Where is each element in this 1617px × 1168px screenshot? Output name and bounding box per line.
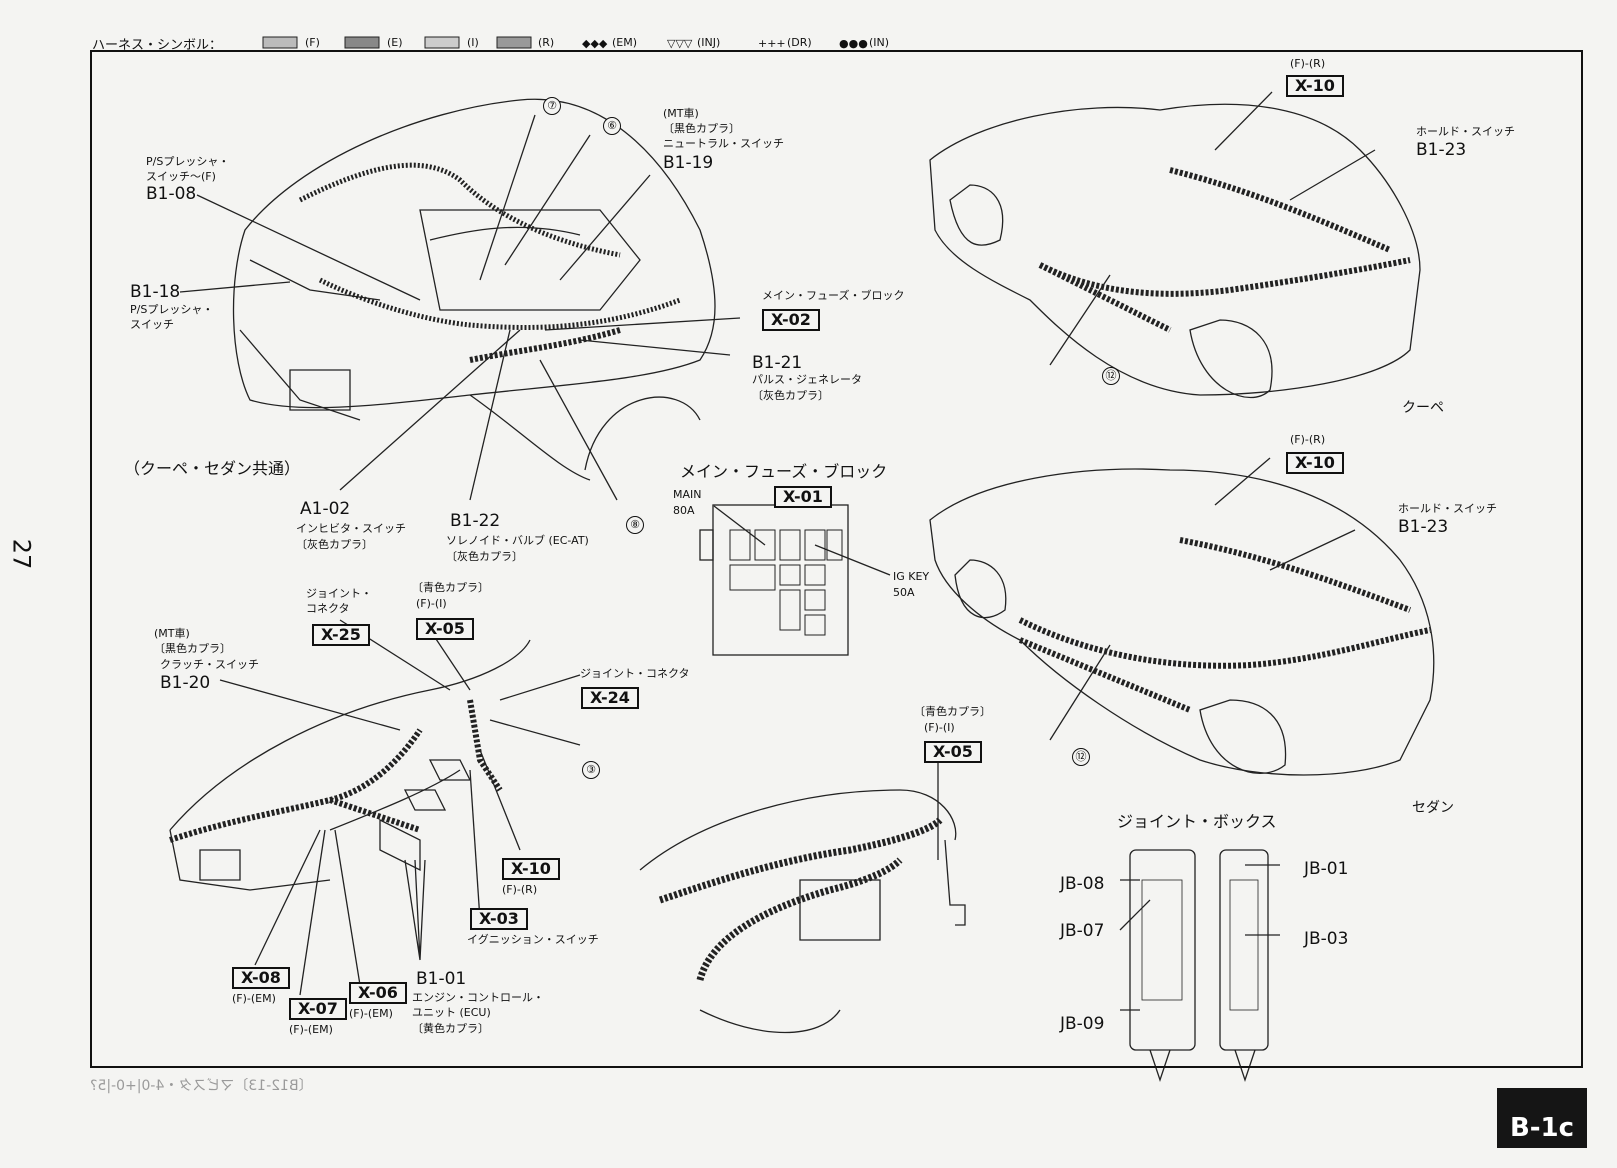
jb-01-label: JB-01: [1304, 859, 1349, 879]
dash2-blue-note: 〔青色カプラ〕: [914, 705, 991, 718]
legend-title: ハーネス・シンボル：: [92, 38, 223, 53]
ig-key-label: IG KEY: [893, 570, 930, 583]
sedan-hold-switch-label: ホールド・スイッチ: [1398, 502, 1497, 515]
b1-01-note3: 〔黄色カプラ〕: [412, 1022, 489, 1035]
legend-item-inj: (INJ): [697, 36, 721, 49]
b1-08-label: B1-08: [146, 184, 197, 204]
callout-7: ⑦: [543, 97, 561, 115]
coupe-caption: クーペ: [1402, 400, 1444, 416]
b1-01-note2: ユニット (ECU): [412, 1006, 491, 1019]
b1-18-note1: P/Sプレッシャ・: [130, 303, 214, 316]
b1-08-note1: P/Sプレッシャ・: [146, 155, 230, 168]
sedan-caption: セダン: [1412, 800, 1454, 816]
legend-item-r: (R): [538, 36, 555, 49]
svg-text:+++: +++: [758, 37, 786, 50]
b1-18-label: B1-18: [130, 282, 181, 302]
x-07-sub: (F)-(EM): [289, 1023, 333, 1036]
x-08-label: X-08: [232, 967, 290, 989]
b1-20-note2: 〔黒色カプラ〕: [154, 642, 231, 655]
svg-text:◆◆◆: ◆◆◆: [582, 37, 608, 50]
legend-item-em: (EM): [612, 36, 638, 49]
x-05-label: X-05: [416, 618, 474, 640]
dash2-x-05-label: X-05: [924, 741, 982, 763]
b1-20-label: B1-20: [160, 673, 211, 693]
legend-item-i: (I): [467, 36, 479, 49]
legend-item-in: (IN): [869, 36, 890, 49]
common-caption: （クーペ・セダン共通）: [124, 459, 301, 478]
x-03-ignition-switch: イグニッション・スイッチ: [467, 933, 599, 946]
diagram-frame: [90, 50, 1583, 1068]
x-24-joint-label: ジョイント・コネクタ: [580, 667, 690, 680]
jb-09-label: JB-09: [1060, 1014, 1105, 1034]
legend-item-dr: (DR): [787, 36, 812, 49]
b1-08-note2: スイッチ〜(F): [146, 170, 216, 183]
sedan-x-10-label: X-10: [1286, 452, 1344, 474]
x-05-blue-note: 〔青色カプラ〕: [412, 581, 489, 594]
x-03-label: X-03: [470, 908, 528, 930]
b1-19-label: B1-19: [663, 153, 714, 173]
page-tag: B-1c: [1497, 1088, 1587, 1148]
main-fuse-label: メイン・フューズ・ブロック: [762, 289, 905, 302]
a1-02-note2: 〔灰色カプラ〕: [296, 538, 373, 551]
coupe-b1-23-label: B1-23: [1416, 140, 1467, 160]
x-07-label: X-07: [289, 998, 347, 1020]
a1-02-note1: インヒビタ・スイッチ: [296, 522, 406, 535]
b1-22-note2: 〔灰色カプラ〕: [446, 550, 523, 563]
bleed-through-text: 〔B12-13〕マビスタ・4-0|+0-|5?: [90, 1078, 313, 1094]
jb-08-label: JB-08: [1060, 874, 1105, 894]
coupe-callout-12: ⑫: [1102, 367, 1120, 385]
b1-22-note1: ソレノイド・バルブ (EC-AT): [446, 534, 589, 547]
b1-19-note3: ニュートラル・スイッチ: [663, 137, 784, 150]
joint-box-title: ジョイント・ボックス: [1117, 812, 1277, 831]
coupe-x-10-label: X-10: [1286, 75, 1344, 97]
sedan-b1-23-label: B1-23: [1398, 517, 1449, 537]
b1-21-note2: 〔灰色カプラ〕: [752, 389, 829, 402]
main-label: MAIN: [673, 488, 702, 501]
joint-connector-label-1: ジョイント・: [306, 587, 372, 600]
dash-x-10-label: X-10: [502, 858, 560, 880]
harness-legend: ハーネス・シンボル：: [92, 34, 222, 53]
jb-07-label: JB-07: [1060, 921, 1105, 941]
x-02-label: X-02: [762, 309, 820, 331]
coupe-x10-sub: (F)-(R): [1290, 57, 1326, 70]
b1-21-note1: パルス・ジェネレータ: [752, 373, 862, 386]
b1-20-note1: (MT車): [154, 627, 190, 640]
legend-item-f: (F): [305, 36, 320, 49]
sedan-x10-sub: (F)-(R): [1290, 433, 1326, 446]
x-24-label: X-24: [581, 687, 639, 709]
x-05-sub: (F)-(I): [416, 597, 447, 610]
b1-01-label: B1-01: [416, 969, 467, 989]
x-06-sub: (F)-(EM): [349, 1007, 393, 1020]
callout-6: ⑥: [603, 117, 621, 135]
main-amp: 80A: [673, 504, 695, 517]
page-number: 27: [7, 538, 36, 570]
x-25-label: X-25: [312, 624, 370, 646]
a1-02-label: A1-02: [300, 499, 351, 519]
sedan-callout-12: ⑫: [1072, 748, 1090, 766]
x-08-sub: (F)-(EM): [232, 992, 276, 1005]
svg-text:▽▽▽: ▽▽▽: [667, 37, 693, 50]
jb-03-label: JB-03: [1304, 929, 1349, 949]
b1-19-note1: (MT車): [663, 107, 699, 120]
legend-item-e: (E): [387, 36, 403, 49]
b1-01-note1: エンジン・コントロール・: [412, 991, 544, 1004]
x-01-label: X-01: [774, 486, 832, 508]
svg-text:●●●: ●●●: [839, 37, 868, 50]
joint-connector-label-2: コネクタ: [306, 602, 350, 615]
x-06-label: X-06: [349, 982, 407, 1004]
coupe-hold-switch-label: ホールド・スイッチ: [1416, 125, 1515, 138]
b1-21-label: B1-21: [752, 353, 803, 373]
b1-19-note2: 〔黒色カプラ〕: [663, 122, 740, 135]
b1-22-label: B1-22: [450, 511, 501, 531]
fuse-block-title: メイン・フューズ・ブロック: [680, 462, 888, 481]
callout-8: ⑧: [626, 516, 644, 534]
dash2-x-05-sub: (F)-(I): [924, 721, 955, 734]
callout-3: ③: [582, 761, 600, 779]
b1-18-note2: スイッチ: [130, 318, 174, 331]
dash-x-10-sub: (F)-(R): [502, 883, 538, 896]
b1-20-note3: クラッチ・スイッチ: [160, 658, 259, 671]
ig-key-amp: 50A: [893, 586, 915, 599]
